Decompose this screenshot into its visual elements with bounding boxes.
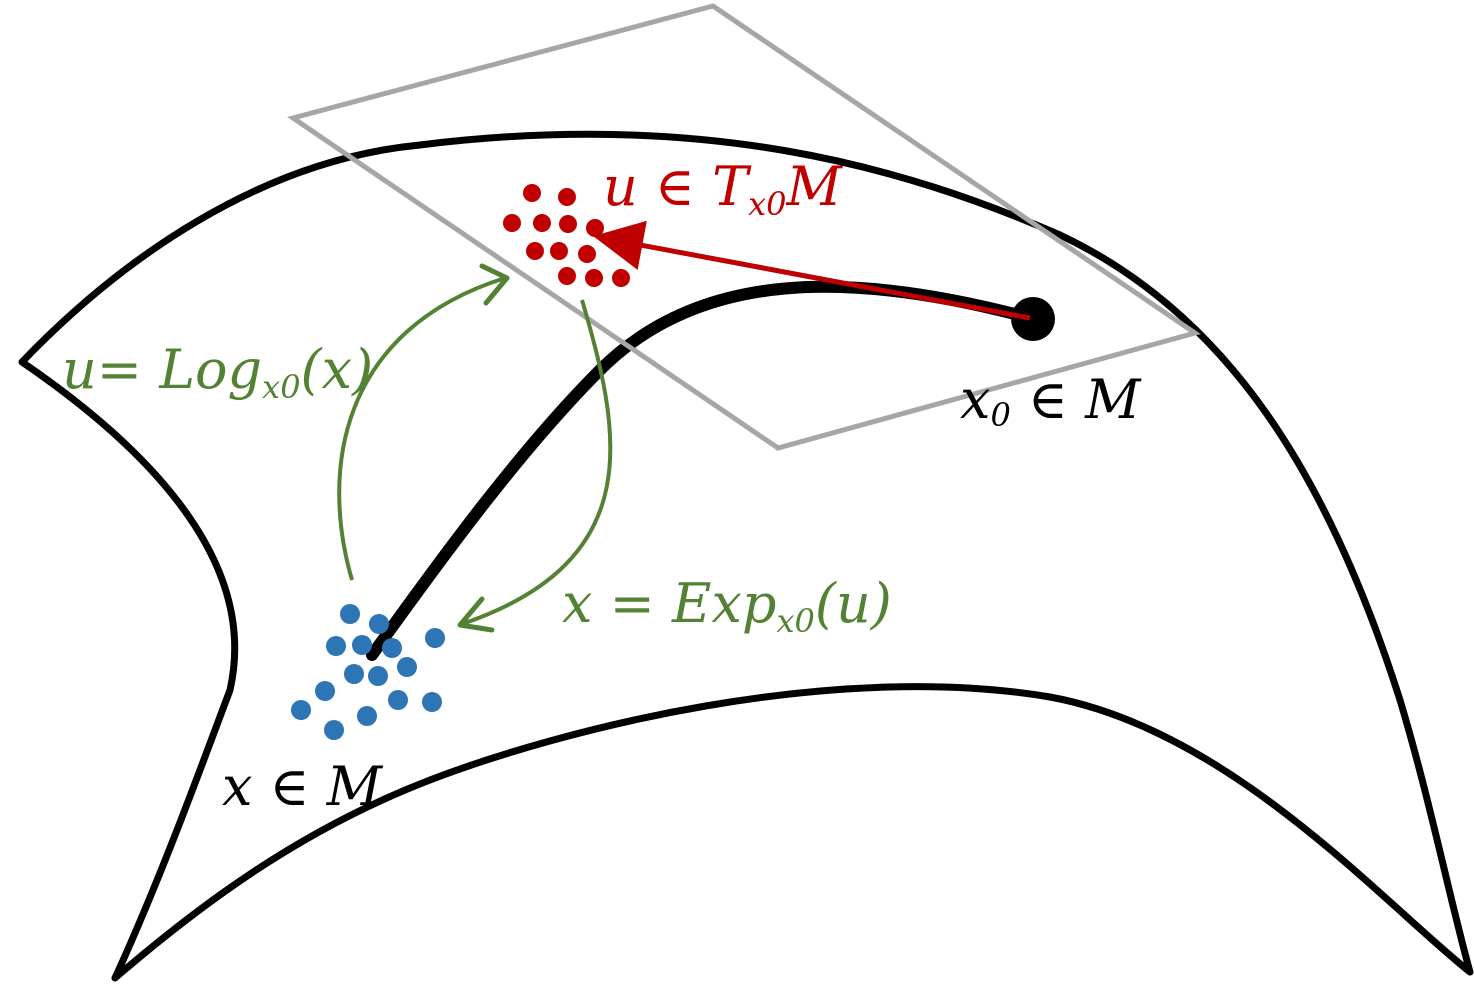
tangent-point [612, 269, 630, 287]
tangent-point [533, 214, 551, 232]
manifold-point [315, 681, 335, 701]
manifold-point [344, 664, 364, 684]
manifold-point [357, 706, 377, 726]
log-map-arrow [337, 276, 506, 581]
tangent-point [558, 267, 576, 285]
tangent-point [523, 184, 541, 202]
manifold-point [352, 635, 372, 655]
manifold-point [340, 604, 360, 624]
manifold-point [425, 628, 445, 648]
exp-map-label: x = Expx0(u) [562, 572, 892, 640]
exp-map-arrowhead [457, 596, 495, 633]
manifold-outline [18, 130, 1474, 982]
manifold-point [324, 720, 344, 740]
tangent-vector-arrow [593, 220, 1031, 321]
manifold-point [326, 636, 346, 656]
tangent-plane [287, 3, 1201, 451]
manifold-point [291, 700, 311, 720]
base-point-dot [1011, 297, 1055, 341]
manifold-points [291, 604, 445, 740]
tangent-point [559, 215, 577, 233]
tangent-point [586, 219, 604, 237]
manifold-point [388, 690, 408, 710]
manifold-points-label: x ∈ M [222, 755, 384, 818]
base-point-label: x0 ∈ M [960, 368, 1142, 434]
tangent-point [558, 188, 576, 206]
exp-map-arrow [461, 299, 613, 626]
tangent-vector-label: u ∈ Tx0M [603, 155, 844, 223]
tangent-point [578, 245, 596, 263]
log-map-label: u= Logx0(x) [62, 338, 373, 406]
log-map-arrowhead [479, 263, 510, 306]
manifold-point [422, 692, 442, 712]
tangent-point [550, 242, 568, 260]
manifold-point [369, 614, 389, 634]
tangent-space-points [503, 184, 630, 287]
manifold-point [382, 638, 402, 658]
tangent-point [585, 269, 603, 287]
manifold-point [397, 657, 417, 677]
tangent-point [526, 242, 544, 260]
tangent-point [503, 214, 521, 232]
manifold-point [368, 666, 388, 686]
